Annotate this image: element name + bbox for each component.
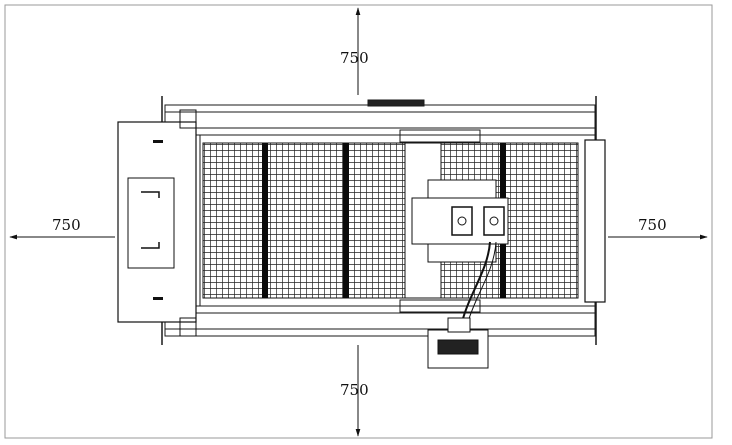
dimension-bottom-label: 750 <box>340 381 369 399</box>
dimension-top: 750 <box>340 7 369 95</box>
drawing-border <box>4 4 713 439</box>
slat-bed <box>202 142 579 299</box>
left-plate <box>117 109 197 337</box>
control-box <box>427 317 489 369</box>
dimension-left-label: 750 <box>52 216 81 234</box>
cutting-head <box>411 179 509 323</box>
dimension-right-label: 750 <box>638 216 667 234</box>
dimension-right: 750 <box>608 216 708 240</box>
dimension-top-label: 750 <box>340 49 369 67</box>
dimension-left: 750 <box>9 216 115 240</box>
end-roller <box>584 139 606 303</box>
dimension-bottom: 750 <box>340 345 369 437</box>
